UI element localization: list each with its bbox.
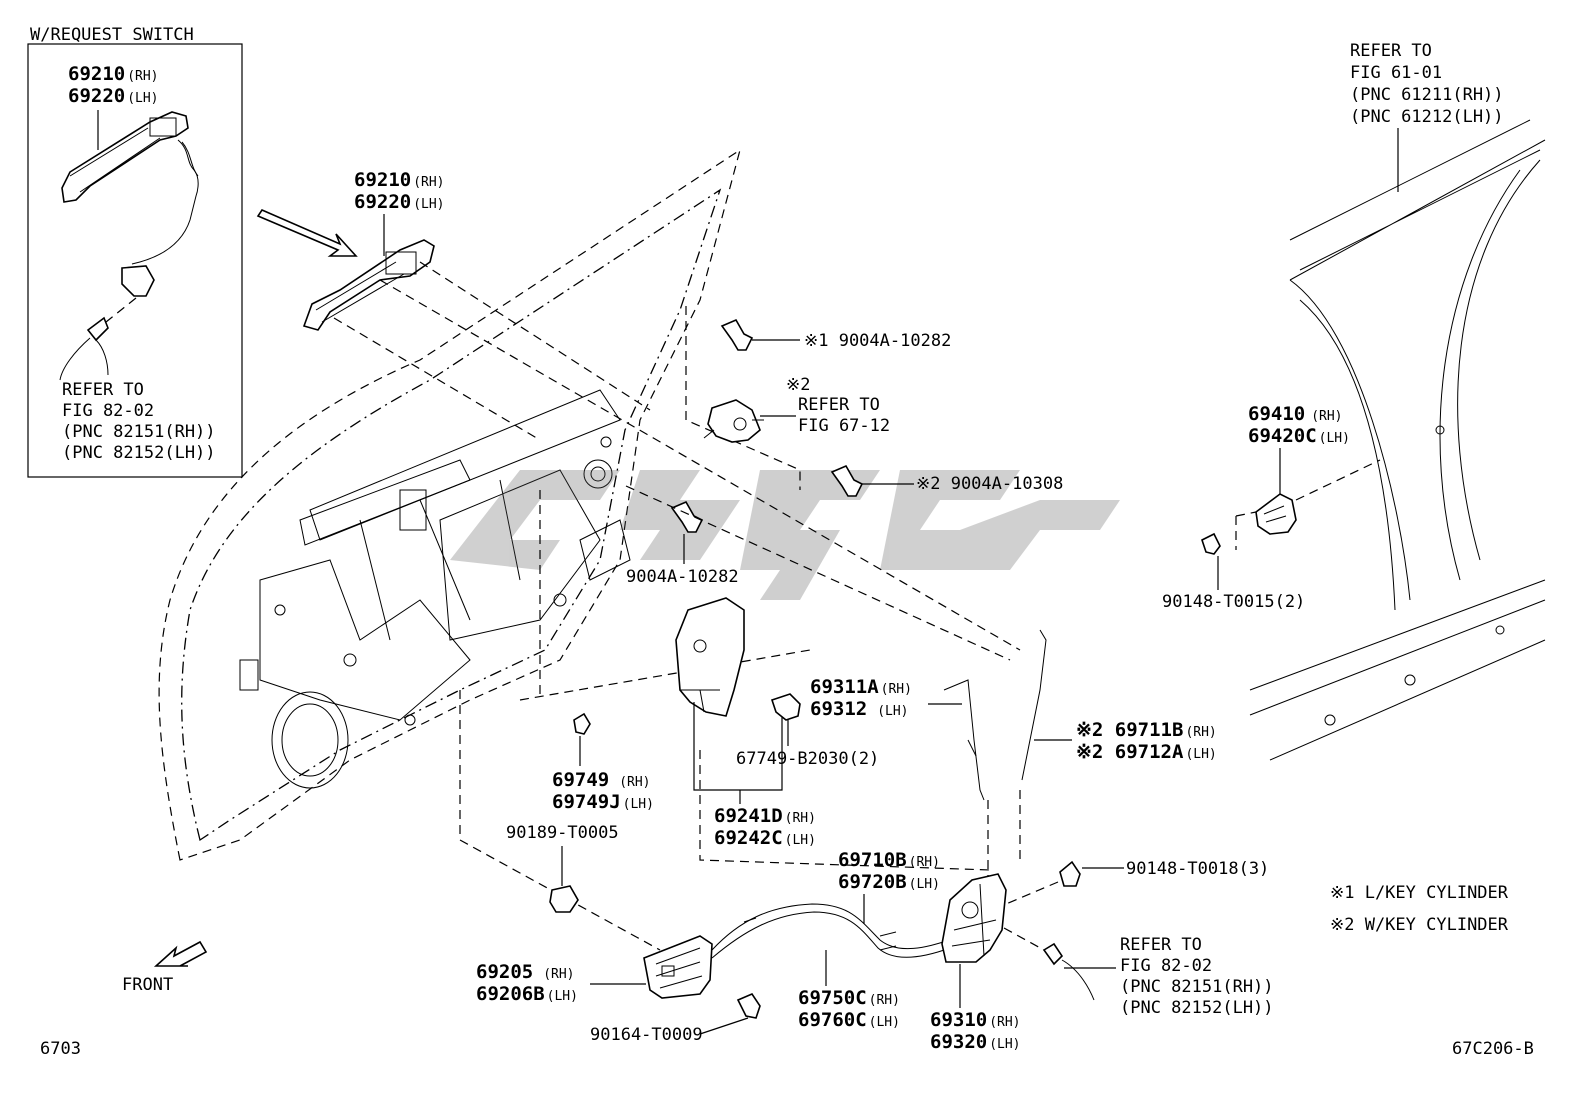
- inset-refer-line3: (PNC 82151(RH)): [62, 422, 216, 442]
- pillar-refer-line3: (PNC 61211(RH)): [1350, 85, 1504, 105]
- lock-label-lh: 69320(LH): [930, 1031, 1021, 1053]
- cable-label-lh: 69720B(LH): [838, 871, 940, 893]
- grommet-label: 90189-T0005: [506, 823, 619, 843]
- lock-screw-dash: [1005, 881, 1059, 905]
- clip-b2030-icon: [770, 693, 801, 721]
- handle-label-rh: 69210(RH): [354, 169, 445, 191]
- front-label: FRONT: [122, 975, 173, 995]
- lock-cables-icon: [711, 903, 951, 959]
- inset-connector-icon: [86, 316, 109, 342]
- lock-screw-label: 90148-T0018(3): [1126, 859, 1269, 879]
- wire-refer-line3: (PNC 82151(RH)): [1120, 977, 1274, 997]
- lock-connector-icon: [1042, 942, 1095, 1001]
- outside-door-handle-icon: [302, 239, 435, 331]
- rod-b-label-rh: ※2 69711B(RH): [1076, 719, 1217, 741]
- pillar-refer-line1: REFER TO: [1350, 41, 1432, 61]
- request-switch-inset: W/REQUEST SWITCH 69210(RH) 69220(LH) REF…: [27, 25, 243, 478]
- lock-rod-a-icon: [943, 679, 985, 801]
- door-lock-assembly-icon: [941, 873, 1007, 963]
- lock-label-rh: 69310(RH): [930, 1009, 1021, 1031]
- bolt3-icon: [670, 500, 704, 533]
- legend-key-cylinder-l: ※1 L/KEY CYLINDER: [1330, 883, 1509, 903]
- lock-screw-icon: [1059, 860, 1081, 887]
- inset-frame: [27, 43, 243, 478]
- inside-handle-label-lh: 69206B(LH): [476, 983, 578, 1005]
- inset-title: W/REQUEST SWITCH: [30, 25, 194, 45]
- lock-protector-icon: [675, 597, 745, 717]
- page-number: 6703: [40, 1039, 81, 1059]
- inset-door-handle-icon: [61, 111, 199, 297]
- rod-a-label-lh: 69312(LH): [810, 698, 909, 720]
- bolt2-icon: [830, 464, 864, 497]
- rod-clip-icon: [573, 712, 591, 735]
- bolt3-label: 9004A-10282: [626, 567, 739, 587]
- inside-handle-label-rh: 69205(RH): [476, 961, 575, 983]
- striker-dash: [1235, 459, 1381, 550]
- rod-clip-label-rh: 69749(RH): [552, 769, 651, 791]
- door-striker-icon: [1255, 493, 1297, 535]
- striker-label-lh: 69420C(LH): [1248, 425, 1350, 447]
- handle-label-lh: 69220(LH): [354, 191, 445, 213]
- striker-label-rh: 69410(RH): [1248, 403, 1343, 425]
- assembly-arrow-icon: [256, 208, 358, 257]
- wire-dash: [1003, 927, 1045, 951]
- front-direction-arrow-icon: [153, 940, 208, 967]
- screw-inner-label: 90164-T0009: [590, 1025, 703, 1045]
- rod-b-label-lh: ※2 69712A(LH): [1076, 741, 1217, 763]
- protector-label-lh: 69242C(LH): [714, 827, 816, 849]
- assembly-dash-lines: [459, 485, 1021, 951]
- rod-a-label-rh: 69311A(RH): [810, 676, 912, 698]
- pillar-refer-line4: (PNC 61212(LH)): [1350, 107, 1504, 127]
- wire-refer-line2: FIG 82-02: [1120, 956, 1212, 976]
- inset-refer-line4: (PNC 82152(LH)): [62, 443, 216, 463]
- inset-refer-line2: FIG 82-02: [62, 401, 154, 421]
- lock-rod-b-icon: [1021, 629, 1047, 781]
- cylinder-refer-line2: FIG 67-12: [798, 416, 890, 436]
- inset-part-rh: 69210(RH): [68, 63, 159, 85]
- inset-part-lh: 69220(LH): [68, 85, 159, 107]
- pillar-refer-line2: FIG 61-01: [1350, 63, 1442, 83]
- inside-door-handle-icon: [643, 935, 713, 999]
- striker-screw-icon: [1201, 532, 1221, 555]
- screw-inner-leader: [699, 1017, 749, 1035]
- cylinder-mark: ※2: [786, 375, 810, 395]
- key-cylinder-icon: [703, 399, 764, 443]
- body-pillar: [1249, 119, 1546, 761]
- bolt2-label: ※2 9004A-10308: [916, 474, 1063, 494]
- legend-key-cylinder-w: ※2 W/KEY CYLINDER: [1330, 915, 1509, 935]
- inset-dash: [105, 297, 137, 323]
- inside-handle-screw-icon: [736, 993, 761, 1019]
- cylinder-refer-line1: REFER TO: [798, 395, 880, 415]
- cable-label-rh: 69710B(RH): [838, 849, 940, 871]
- rod-clip-label-lh: 69749J(LH): [552, 791, 654, 813]
- bolt1-label: ※1 9004A-10282: [804, 331, 951, 351]
- cylinder-dash: [685, 306, 801, 490]
- grommet-icon: [549, 885, 579, 913]
- protector-bracket: [693, 700, 783, 791]
- wire-refer-line1: REFER TO: [1120, 935, 1202, 955]
- cable2-label-lh: 69760C(LH): [798, 1009, 900, 1031]
- inset-refer-line1: REFER TO: [62, 380, 144, 400]
- figure-code: 67C206-B: [1452, 1039, 1534, 1059]
- front-door-panel: [158, 148, 741, 861]
- inset-wire: [59, 337, 109, 381]
- cable2-label-rh: 69750C(RH): [798, 987, 900, 1009]
- bolt-icon: [720, 318, 754, 351]
- handle-dash-lines: [333, 261, 1021, 651]
- wire-refer-line4: (PNC 82152(LH)): [1120, 998, 1274, 1018]
- protector-label-rh: 69241D(RH): [714, 805, 816, 827]
- clip-b2030-label: 67749-B2030(2): [736, 749, 879, 769]
- striker-screw-label: 90148-T0015(2): [1162, 592, 1305, 612]
